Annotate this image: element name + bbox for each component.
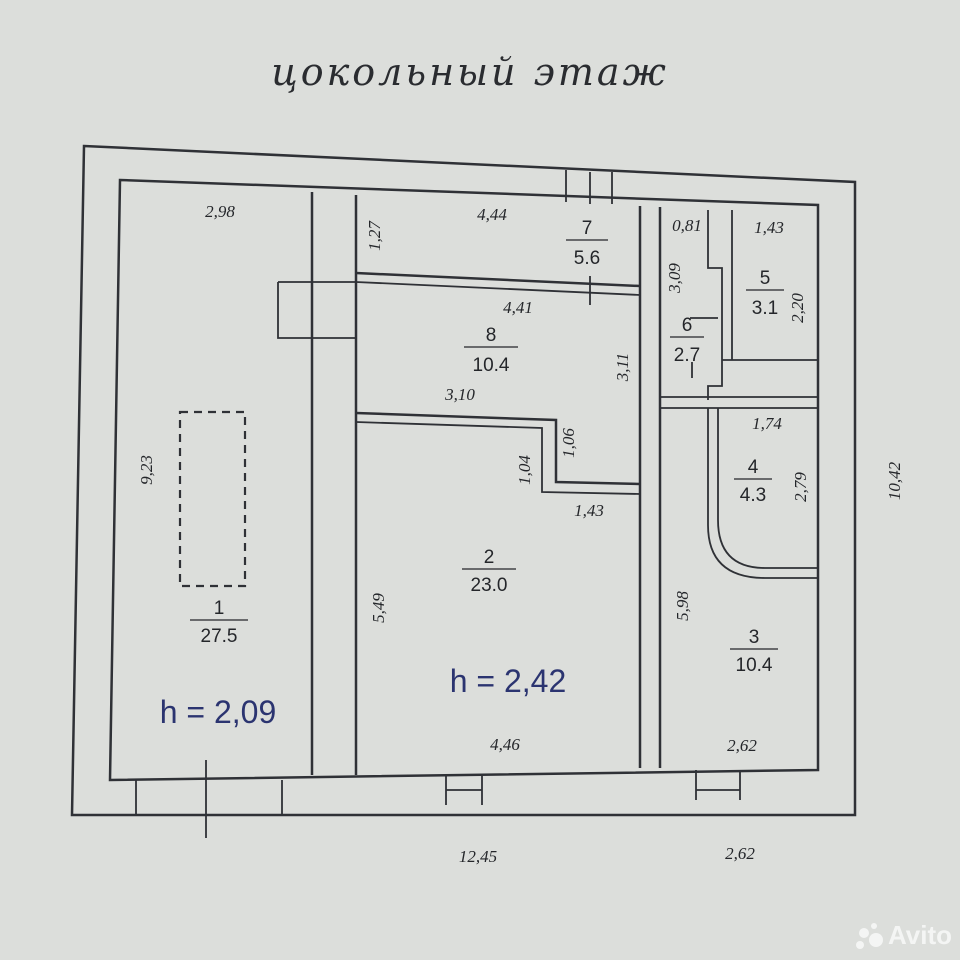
svg-text:1: 1 (214, 598, 225, 619)
svg-text:2: 2 (484, 547, 495, 568)
dim-room2-width: 4,46 (490, 735, 520, 754)
room-7-label: 7 5.6 (566, 218, 608, 269)
dim-room1-length: 9,23 (137, 455, 156, 485)
svg-text:6: 6 (682, 315, 693, 336)
svg-text:23.0: 23.0 (471, 575, 508, 596)
svg-text:5.6: 5.6 (574, 248, 600, 269)
room-2-label: 2 23.0 (462, 547, 516, 596)
svg-text:4.3: 4.3 (740, 485, 766, 506)
room-6-label: 6 2.7 (670, 315, 704, 366)
avito-watermark: Avito (856, 920, 952, 950)
dim-room3-width: 2,62 (727, 736, 757, 755)
svg-text:2.7: 2.7 (674, 345, 700, 366)
outer-walls (70, 144, 857, 838)
room-5-label: 5 3.1 (746, 268, 784, 319)
dim-room8-width: 4,41 (503, 298, 533, 317)
dim-room1-width: 2,98 (205, 202, 235, 221)
dim-step-a: 1,06 (559, 428, 578, 458)
room-1-label: 1 27.5 (190, 598, 248, 647)
svg-text:8: 8 (486, 325, 497, 346)
room-labels: 1 27.5 2 23.0 3 10.4 4 4.3 5 3.1 6 2.7 (190, 218, 784, 676)
plan-title: цокольный этаж (271, 50, 669, 94)
dim-room2-height: 5,49 (369, 593, 388, 623)
dim-room6-width: 0,81 (672, 216, 702, 235)
dim-overall-width: 12,45 (459, 847, 497, 866)
dim-room4-width: 1,74 (752, 414, 782, 433)
svg-text:10.4: 10.4 (736, 655, 773, 676)
dim-room3-height: 5,98 (673, 591, 692, 621)
pit-outline (178, 410, 247, 588)
room-8-label: 8 10.4 (464, 325, 518, 376)
interior-walls (277, 192, 818, 775)
dim-room6-height: 3,09 (665, 263, 684, 294)
room-3-label: 3 10.4 (730, 627, 778, 676)
dim-room5-width: 1,43 (754, 218, 784, 237)
svg-text:27.5: 27.5 (201, 626, 238, 647)
dim-room7-width: 4,44 (477, 205, 507, 224)
dim-room8-bottom: 3,10 (444, 385, 475, 404)
dimension-labels: 2,98 9,23 1,27 4,44 4,41 3,10 3,11 1,06 … (137, 202, 904, 866)
dim-room7-depth: 1,27 (365, 220, 384, 251)
room-4-label: 4 4.3 (734, 457, 772, 506)
dim-overall-right: 2,62 (725, 844, 755, 863)
svg-text:4: 4 (748, 457, 759, 478)
dim-overall-height: 10,42 (885, 461, 904, 500)
svg-text:7: 7 (582, 218, 593, 239)
svg-text:5: 5 (760, 268, 771, 289)
svg-text:3.1: 3.1 (752, 298, 778, 319)
dim-step-b: 1,04 (515, 455, 534, 485)
dim-step-c: 1,43 (574, 501, 604, 520)
avito-text: Avito (888, 920, 952, 950)
svg-text:3: 3 (749, 627, 760, 648)
height-left: h = 2,09 (160, 694, 277, 730)
dim-room8-height: 3,11 (613, 353, 632, 383)
svg-text:10.4: 10.4 (473, 355, 510, 376)
dim-room4-height: 2,79 (791, 472, 810, 502)
dim-room5-height: 2,20 (788, 293, 807, 323)
height-center: h = 2,42 (450, 663, 567, 699)
